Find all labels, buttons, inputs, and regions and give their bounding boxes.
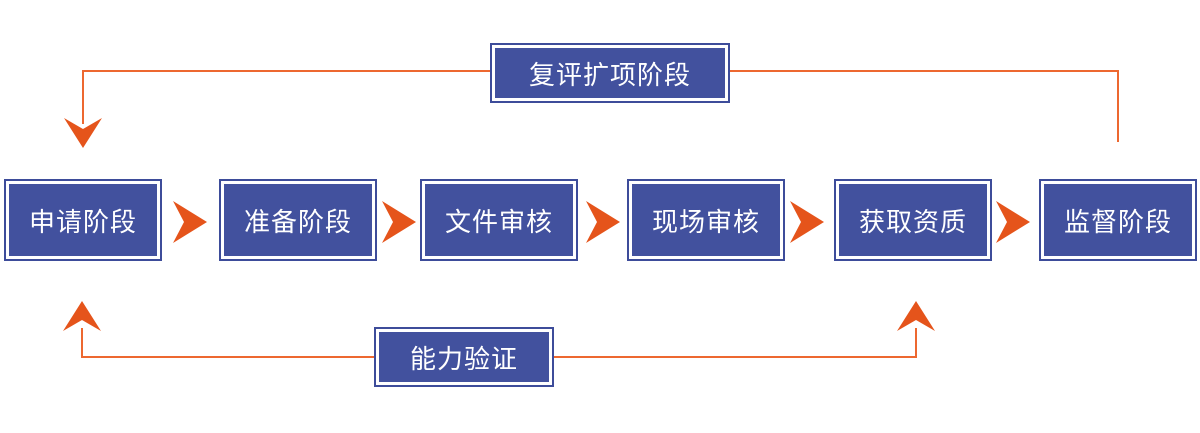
chevron-right-icon-4 bbox=[790, 201, 824, 243]
bottom-feedback-line-left-vertical bbox=[81, 328, 83, 358]
feedback-bottom-label-box: 能力验证 bbox=[374, 327, 554, 387]
stage-box-document-review: 文件审核 bbox=[420, 179, 578, 261]
stage-label: 准备阶段 bbox=[224, 184, 372, 256]
top-feedback-line-left-vertical bbox=[82, 70, 84, 124]
feedback-bottom-label: 能力验证 bbox=[379, 332, 549, 382]
bottom-feedback-line-right-vertical bbox=[915, 328, 917, 358]
top-feedback-line-right-vertical bbox=[1117, 70, 1119, 142]
feedback-top-label: 复评扩项阶段 bbox=[495, 48, 725, 98]
stage-box-preparation: 准备阶段 bbox=[219, 179, 377, 261]
stage-label: 文件审核 bbox=[425, 184, 573, 256]
stage-label: 现场审核 bbox=[632, 184, 780, 256]
stage-box-onsite-review: 现场审核 bbox=[627, 179, 785, 261]
arrow-down-icon bbox=[64, 118, 102, 148]
arrow-up-left-icon bbox=[63, 301, 101, 331]
arrow-up-right-icon bbox=[897, 301, 935, 331]
chevron-right-icon-1 bbox=[173, 201, 207, 243]
stage-label: 获取资质 bbox=[839, 184, 987, 256]
stage-label: 申请阶段 bbox=[9, 184, 157, 256]
stage-box-application: 申请阶段 bbox=[4, 179, 162, 261]
stage-box-supervision: 监督阶段 bbox=[1039, 179, 1197, 261]
chevron-right-icon-5 bbox=[996, 201, 1030, 243]
stage-box-obtain-qualification: 获取资质 bbox=[834, 179, 992, 261]
chevron-right-icon-2 bbox=[382, 201, 416, 243]
chevron-right-icon-3 bbox=[586, 201, 620, 243]
stage-label: 监督阶段 bbox=[1044, 184, 1192, 256]
feedback-top-label-box: 复评扩项阶段 bbox=[490, 43, 730, 103]
